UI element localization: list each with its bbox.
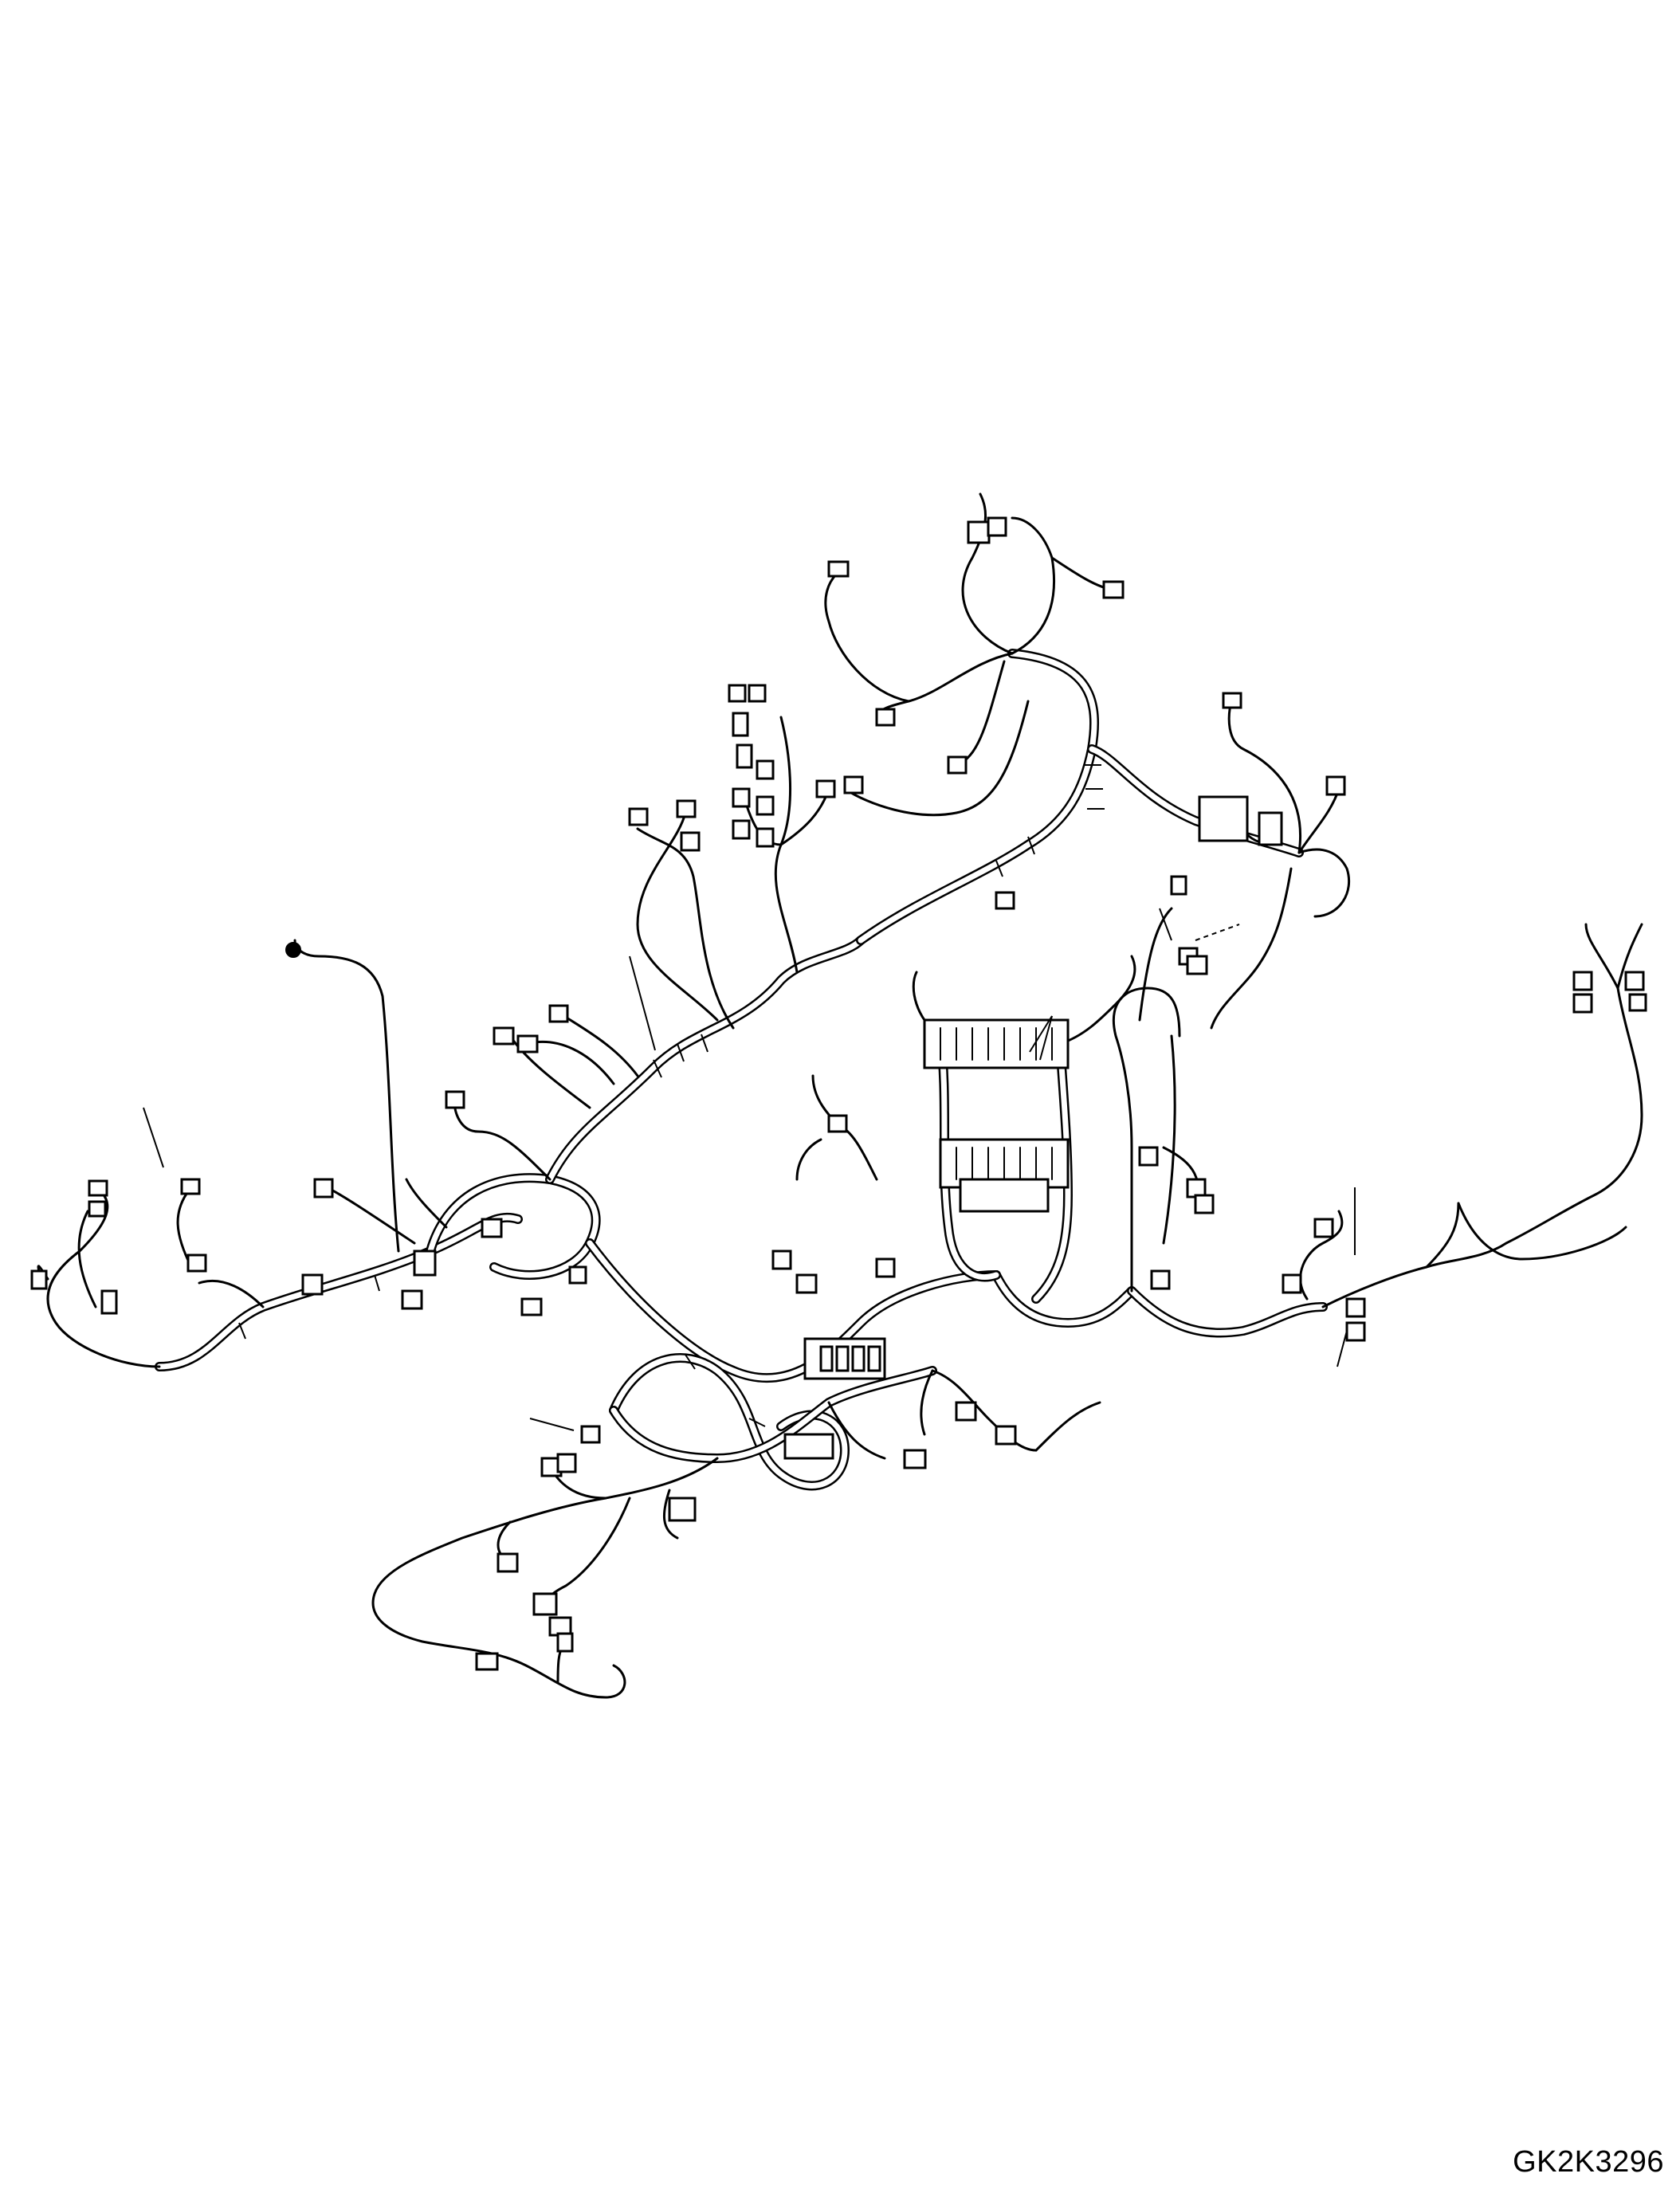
main-harness-bundle (155, 649, 1328, 1491)
branch-wires (37, 492, 1643, 1699)
leader-lines (143, 908, 1356, 1431)
drawing-number: GK2K3296 (1513, 2145, 1664, 2179)
fuse-slots (940, 1027, 1053, 1180)
connectors (30, 516, 1647, 1671)
bundle-band-marks (238, 764, 1105, 1427)
